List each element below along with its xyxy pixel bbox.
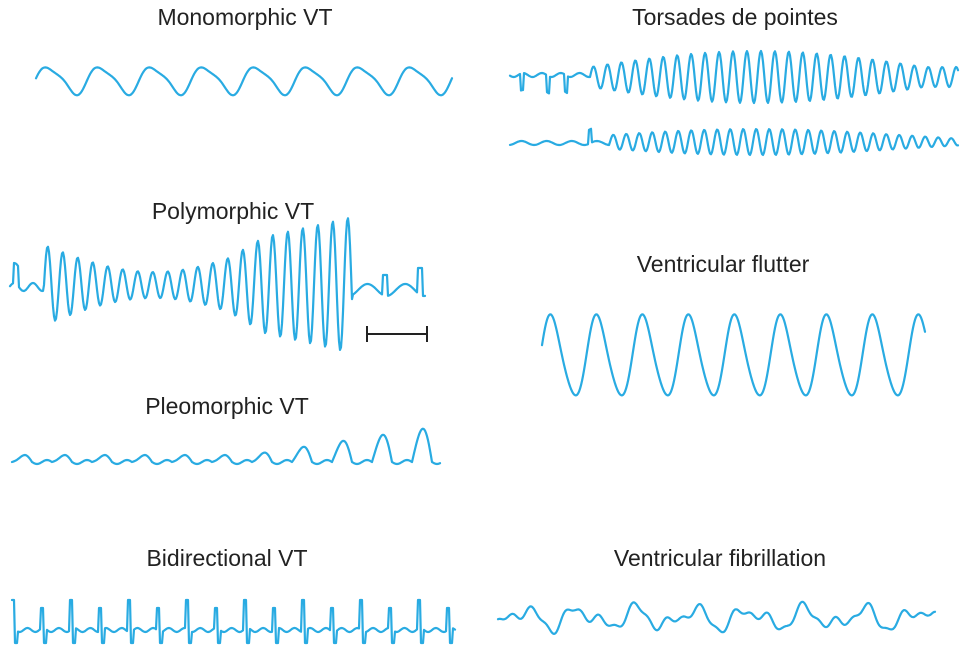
- trace-pleomorphic-vt: [10, 427, 442, 466]
- label-bidirectional-vt: Bidirectional VT: [146, 545, 308, 571]
- label-polymorphic-vt: Polymorphic VT: [151, 198, 315, 224]
- label-monomorphic-vt: Monomorphic VT: [157, 4, 333, 30]
- label-torsades-de-pointes: Torsades de pointes: [632, 4, 838, 30]
- label-ventricular-flutter: Ventricular flutter: [636, 251, 810, 277]
- trace-torsades-lower: [508, 127, 960, 156]
- trace-bidirectional-vt: [10, 598, 457, 645]
- label-ventricular-fibrillation: Ventricular fibrillation: [613, 545, 827, 571]
- trace-torsades-upper: [508, 49, 960, 105]
- trace-monomorphic-vt: [34, 66, 454, 97]
- trace-polymorphic-vt: [8, 217, 427, 351]
- label-pleomorphic-vt: Pleomorphic VT: [145, 393, 309, 419]
- trace-ventricular-flutter: [540, 313, 927, 397]
- time-scale-bar: [366, 326, 428, 342]
- trace-ventricular-fibrillation: [496, 600, 937, 635]
